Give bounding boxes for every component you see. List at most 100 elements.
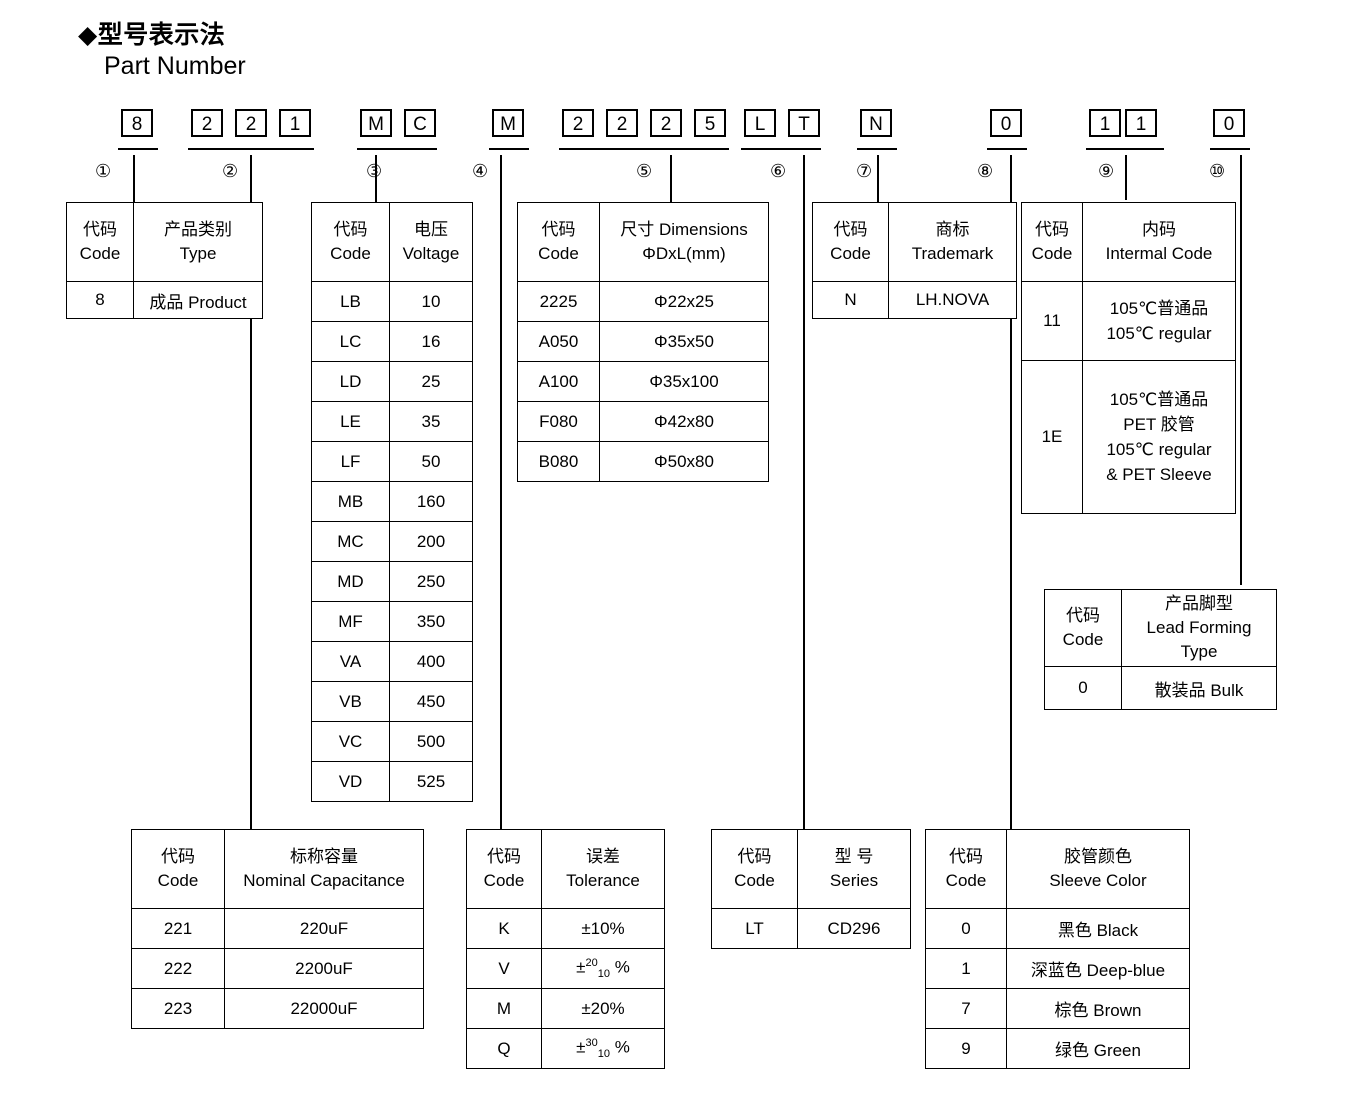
tolerance-unit: % (614, 1037, 630, 1057)
header-code: 代码 Code (66, 202, 134, 282)
group-number-8: ⑧ (977, 161, 994, 181)
pn-char-box: 2 (235, 109, 267, 137)
tolerance-sub: 10 (597, 968, 610, 981)
group-number-7: ⑦ (856, 161, 873, 181)
cell-value: Φ42x80 (599, 401, 769, 442)
header-code: 代码 Code (311, 202, 390, 282)
header-code: 代码 Code (711, 829, 798, 909)
group-bar-9 (1086, 148, 1164, 150)
table-header-row: 代码 Code 尺寸 Dimensions ΦDxL(mm) (517, 202, 769, 282)
group-bar-4 (489, 148, 529, 150)
cell-code: M (466, 988, 542, 1029)
table-row: 11 105℃普通品 105℃ regular (1021, 281, 1236, 361)
pn-char-box: M (492, 109, 524, 137)
pn-char-box: 1 (279, 109, 311, 137)
table-trademark: 代码 Code 商标 Trademark N LH.NOVA (812, 202, 1017, 319)
cell-line: 105℃ regular (1106, 440, 1212, 459)
cell-value: 棕色 Brown (1006, 988, 1190, 1029)
cell-code: 1 (925, 948, 1007, 989)
group-number-2: ② (222, 161, 239, 181)
cell-code: 7 (925, 988, 1007, 1029)
cell-value: Φ22x25 (599, 281, 769, 322)
group-number-4: ④ (472, 161, 489, 181)
cell-code: 0 (925, 908, 1007, 949)
connector-4 (500, 155, 502, 830)
cell-value: Φ35x100 (599, 361, 769, 402)
header-value: 误差 Tolerance (541, 829, 665, 909)
table-series: 代码 Code 型 号 Series LT CD296 (711, 829, 911, 949)
cell-code: LD (311, 361, 390, 402)
table-row: LT CD296 (711, 908, 911, 949)
pn-char-box: 2 (650, 109, 682, 137)
table-internal-code: 代码 Code 内码 Intermal Code 11 105℃普通品 105℃… (1021, 202, 1236, 514)
cell-value: 200 (389, 521, 473, 562)
group-bar-1 (118, 148, 158, 150)
cell-code: 2225 (517, 281, 600, 322)
cell-value: LH.NOVA (888, 281, 1017, 319)
cell-code: VD (311, 761, 390, 802)
cell-code: N (812, 281, 889, 319)
cell-code: Q (466, 1028, 542, 1069)
cell-value: 400 (389, 641, 473, 682)
cell-line: PET 胶管 (1123, 414, 1195, 434)
group-number-1: ① (95, 161, 112, 181)
cell-value: 35 (389, 401, 473, 442)
cell-code: LT (711, 908, 798, 949)
cell-code: A050 (517, 321, 600, 362)
group-bar-10 (1210, 148, 1250, 150)
cell-code: MF (311, 601, 390, 642)
table-tolerance: 代码 Code 误差 Tolerance K ±10% V ±2010 % M … (466, 829, 665, 1069)
cell-code: MC (311, 521, 390, 562)
tolerance-sign: ± (576, 957, 586, 977)
cell-value: Φ35x50 (599, 321, 769, 362)
cell-value: 500 (389, 721, 473, 762)
cell-value: 22000uF (224, 988, 424, 1029)
cell-value: 450 (389, 681, 473, 722)
cell-value: 250 (389, 561, 473, 602)
header-code: 代码 Code (517, 202, 600, 282)
table-header-row: 代码 Code 商标 Trademark (812, 202, 1017, 282)
pn-char-box: C (404, 109, 436, 137)
header-value: 尺寸 Dimensions ΦDxL(mm) (599, 202, 769, 282)
cell-code: 221 (131, 908, 225, 949)
connector-6 (803, 155, 805, 830)
group-number-5: ⑤ (636, 161, 653, 181)
table-header-row: 代码 Code 型 号 Series (711, 829, 911, 909)
cell-code: 11 (1021, 281, 1083, 361)
pn-char-box: T (788, 109, 820, 137)
pn-char-box: 1 (1125, 109, 1157, 137)
cell-code: VA (311, 641, 390, 682)
header-code: 代码 Code (1044, 589, 1122, 667)
table-row: K ±10% (466, 908, 665, 949)
cell-code: 223 (131, 988, 225, 1029)
cell-value: 160 (389, 481, 473, 522)
header-code: 代码 Code (131, 829, 225, 909)
cell-value: 10 (389, 281, 473, 322)
cell-code: MD (311, 561, 390, 602)
cell-code: B080 (517, 441, 600, 482)
tolerance-sup: 20 (585, 956, 598, 969)
group-bar-2 (188, 148, 314, 150)
header-value: 电压 Voltage (389, 202, 473, 282)
cell-line: 105℃普通品 (1109, 389, 1209, 409)
table-type: 代码 Code 产品类别 Type 8 成品 Product (66, 202, 263, 319)
group-bar-3 (357, 148, 437, 150)
cell-code: 8 (66, 281, 134, 319)
